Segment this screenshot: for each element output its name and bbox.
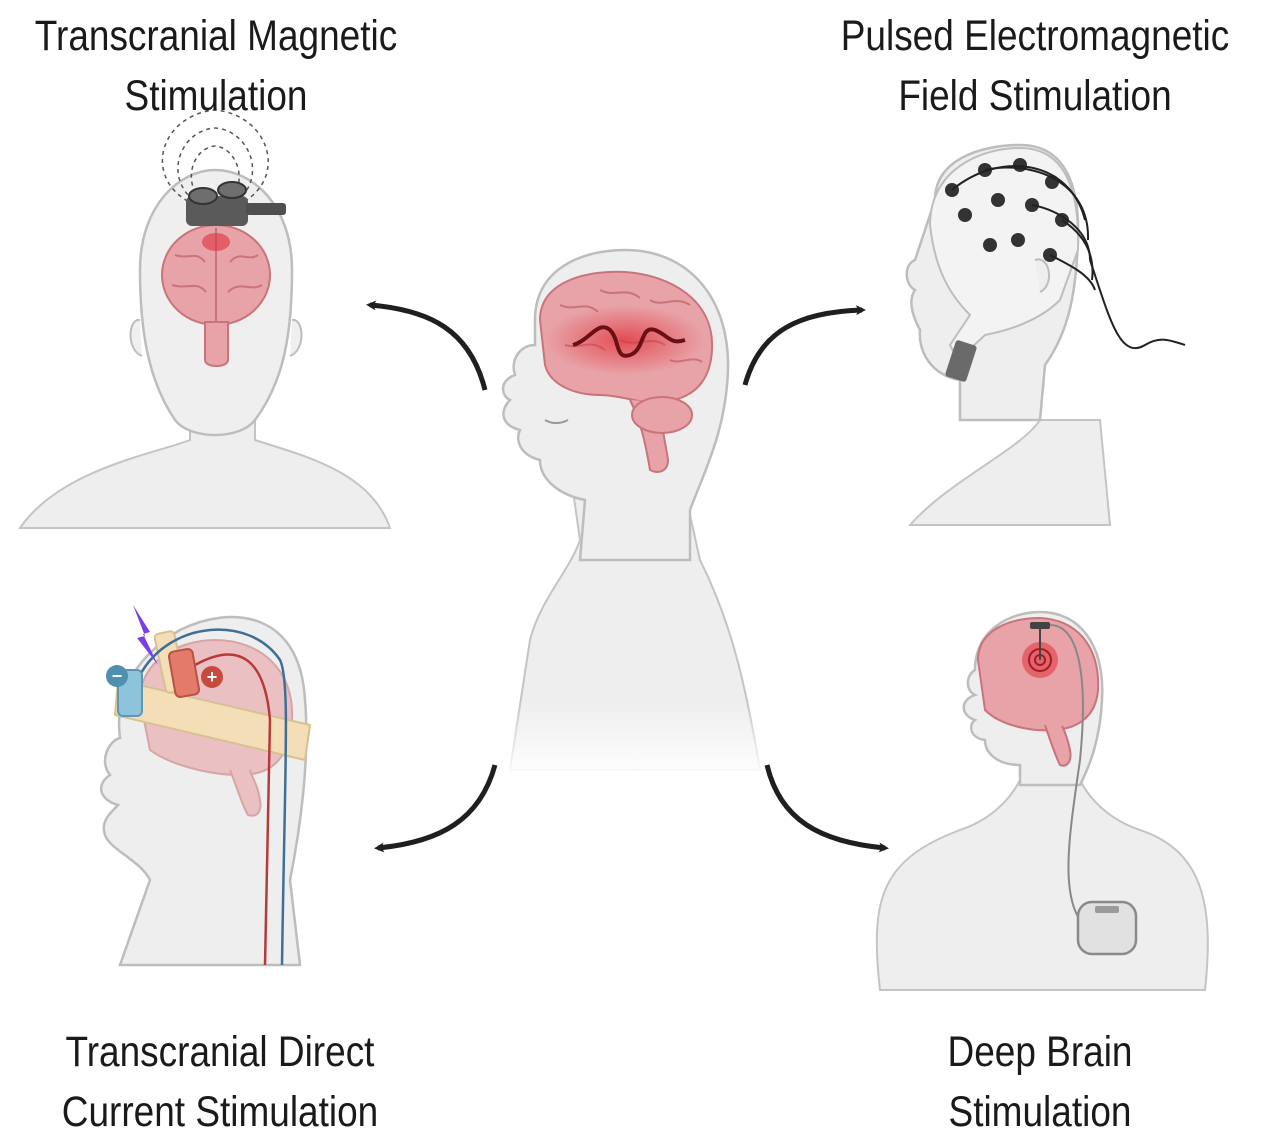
positive-electrode-sign: + xyxy=(201,666,223,688)
magnetic-field-lines xyxy=(161,109,269,206)
central-figure xyxy=(500,248,780,780)
tms-figure xyxy=(18,109,392,529)
label-pemf-line2: Field Stimulation xyxy=(898,72,1172,120)
label-dbs-line2: Stimulation xyxy=(948,1088,1132,1136)
label-tms-line1: Transcranial Magnetic xyxy=(34,12,398,60)
tdcs-figure: − + xyxy=(99,605,312,967)
arrow-icon xyxy=(374,764,498,853)
magnetic-coil-icon xyxy=(186,181,286,226)
label-tms-line2: Stimulation xyxy=(124,72,308,120)
pemf-figure xyxy=(905,143,1186,526)
dbs-figure xyxy=(875,610,1209,991)
label-dbs: Deep Brain Stimulation xyxy=(859,1022,1220,1142)
label-tms: Transcranial Magnetic Stimulation xyxy=(30,6,402,126)
arrow-icon xyxy=(742,305,866,386)
negative-electrode-sign: − xyxy=(106,665,128,687)
label-tdcs: Transcranial Direct Current Stimulation xyxy=(31,1022,409,1142)
lightning-bolt-icon xyxy=(133,605,158,665)
label-dbs-line1: Deep Brain xyxy=(947,1028,1133,1076)
positive-sign-text: + xyxy=(207,667,218,687)
arrow-icon xyxy=(366,300,488,391)
negative-sign-text: − xyxy=(112,666,123,686)
arrow-icon xyxy=(764,764,889,853)
tms-brain xyxy=(161,224,271,367)
label-tdcs-line2: Current Stimulation xyxy=(61,1088,379,1136)
eeg-cap-icon xyxy=(928,146,1186,382)
arrows xyxy=(366,300,889,853)
label-pemf: Pulsed Electromagnetic Field Stimulation xyxy=(833,6,1237,126)
label-pemf-line1: Pulsed Electromagnetic xyxy=(840,12,1230,60)
central-brain xyxy=(538,270,714,473)
label-tdcs-line1: Transcranial Direct xyxy=(65,1028,375,1076)
pulse-generator-icon xyxy=(1076,900,1138,956)
